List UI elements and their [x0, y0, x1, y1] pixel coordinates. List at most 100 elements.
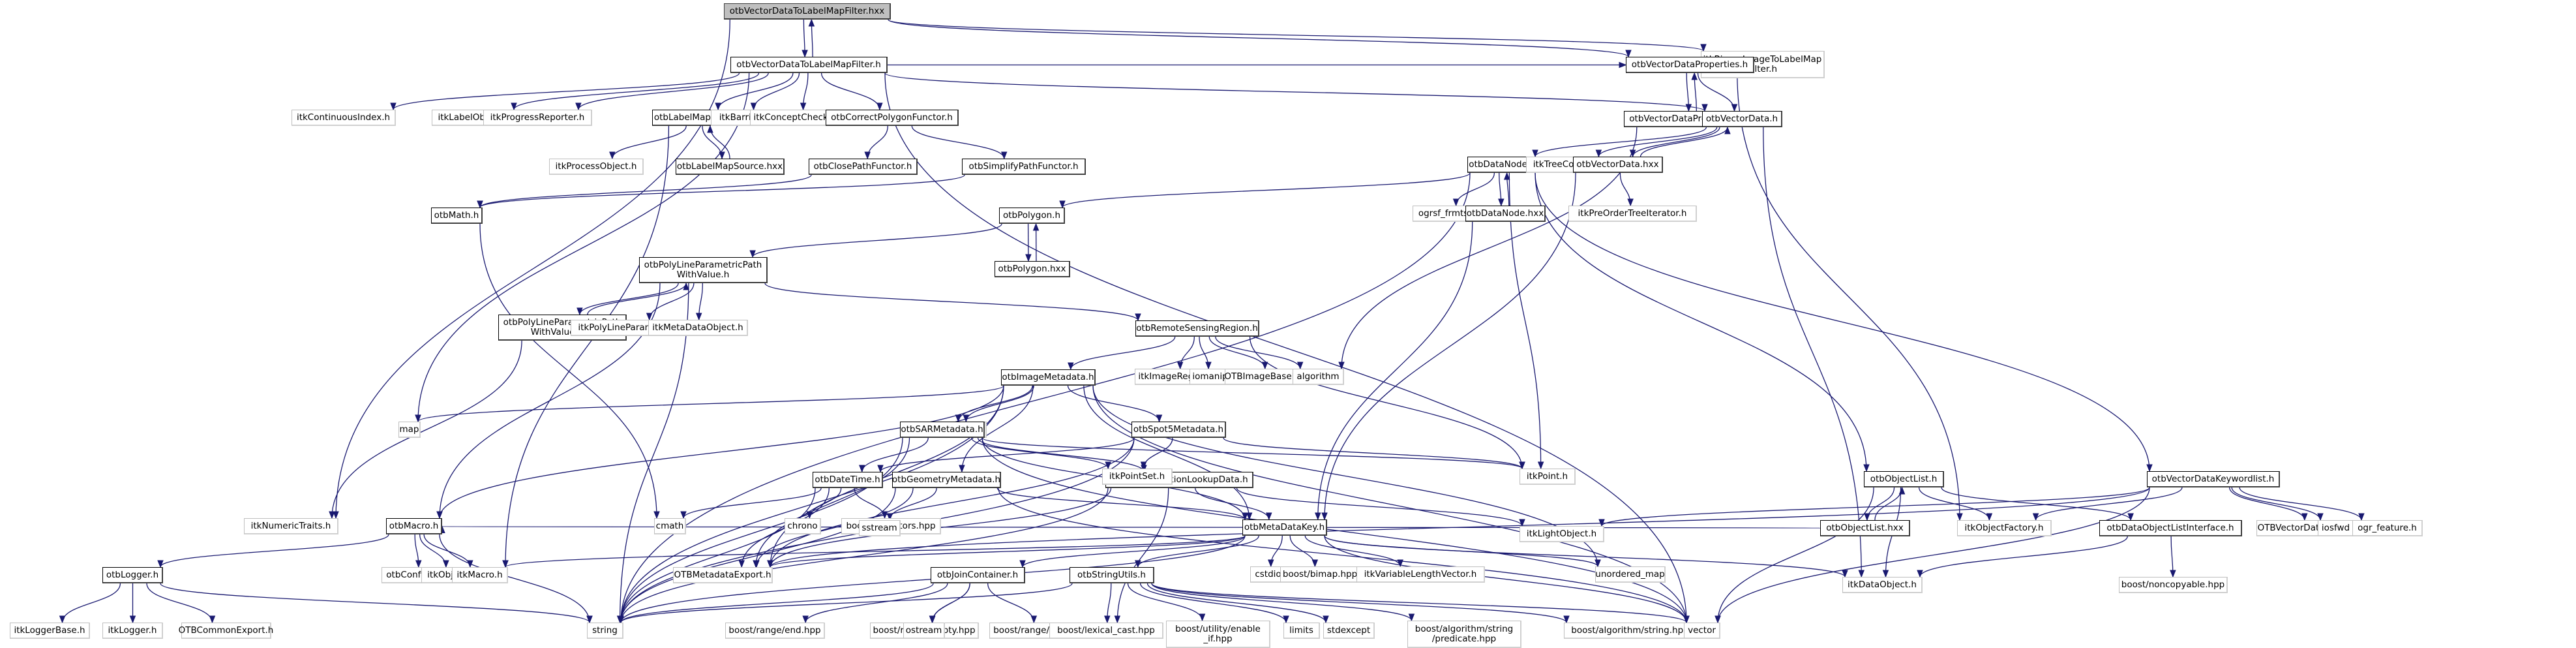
- arrowhead-icon: [2170, 570, 2176, 577]
- graph-edge: [1325, 173, 1576, 519]
- graph-node-geom-h[interactable]: otbGeometryMetadata.h: [892, 472, 1001, 488]
- graph-node-objlist-hxx[interactable]: otbObjectList.hxx: [1820, 520, 1910, 536]
- graph-edge: [2232, 487, 2320, 520]
- graph-edge: [480, 175, 965, 208]
- graph-node-strutils-h[interactable]: otbStringUtils.h: [1070, 567, 1154, 583]
- graph-node-poly-hxx[interactable]: otbPolygon.hxx: [995, 261, 1070, 277]
- graph-node-vd-hxx[interactable]: otbVectorData.hxx: [1573, 157, 1663, 173]
- graph-node-sar-h[interactable]: otbSARMetadata.h: [900, 422, 985, 438]
- graph-node-math-h[interactable]: otbMath.h: [431, 208, 483, 224]
- graph-edge: [1152, 583, 1686, 623]
- graph-node-vdlmf-h[interactable]: otbVectorDataToLabelMapFilter.h: [730, 57, 888, 73]
- arrowhead-icon: [1702, 104, 1707, 111]
- graph-node-mdk-h[interactable]: otbMetaDataKey.h: [1242, 519, 1327, 536]
- arrowhead-icon: [751, 103, 756, 110]
- graph-node-cmath: cmath: [654, 518, 686, 534]
- graph-edge: [890, 488, 936, 520]
- arrowhead-icon: [1859, 570, 1864, 577]
- graph-edge: [442, 527, 1820, 529]
- arrowhead-icon: [1178, 362, 1183, 369]
- arrowhead-icon: [959, 465, 965, 472]
- graph-node-itkvlv: itkVariableLengthVector.h: [1356, 566, 1485, 583]
- graph-node-unordmap: unordered_map: [1595, 566, 1666, 583]
- graph-edge: [420, 534, 446, 567]
- graph-node-vd-h[interactable]: otbVectorData.h: [1702, 111, 1782, 127]
- graph-node-plpp-h[interactable]: otbPolyLineParametricPath WithValue.h: [639, 257, 768, 283]
- arrowhead-icon: [1715, 616, 1720, 623]
- graph-node-limits: limits: [1283, 623, 1320, 639]
- arrowhead-icon: [511, 103, 517, 110]
- graph-node-joincont-h[interactable]: otbJoinContainer.h: [931, 567, 1025, 583]
- graph-node-cpf-h[interactable]: otbCorrectPolygonFunctor.h: [826, 110, 959, 126]
- graph-node-stdexcept: stdexcept: [1323, 623, 1375, 639]
- graph-edge: [765, 283, 1138, 320]
- graph-edge: [1867, 487, 1895, 520]
- graph-edge: [1216, 337, 1300, 369]
- graph-node-cpathf-h[interactable]: otbClosePathFunctor.h: [809, 159, 918, 175]
- arrowhead-icon: [1533, 150, 1538, 157]
- graph-node-macro-h[interactable]: otbMacro.h: [386, 518, 442, 534]
- graph-node-root[interactable]: otbVectorDataToLabelMapFilter.hxx: [724, 3, 891, 20]
- graph-edge: [972, 438, 1108, 469]
- graph-node-dt-h[interactable]: otbDateTime.h: [813, 472, 883, 488]
- graph-edge: [982, 438, 1522, 469]
- graph-node-vdprop-h[interactable]: otbVectorDataProperties.h: [1626, 57, 1754, 73]
- arrowhead-icon: [1499, 199, 1504, 206]
- arrowhead-icon: [2128, 514, 2133, 520]
- arrowhead-icon: [1322, 513, 1327, 519]
- graph-edge: [862, 438, 929, 472]
- graph-edge: [822, 73, 880, 110]
- arrowhead-icon: [1312, 560, 1317, 566]
- graph-edge: [912, 126, 1004, 159]
- graph-edge: [1535, 127, 1706, 157]
- arrowhead-icon: [1686, 104, 1691, 111]
- graph-node-rsr-h[interactable]: otbRemoteSensingRegion.h: [1135, 320, 1259, 337]
- graph-node-blexcast: boost/lexical_cast.hpp: [1049, 623, 1163, 639]
- arrowhead-icon: [437, 512, 442, 518]
- graph-edge: [1920, 536, 2127, 577]
- arrowhead-icon: [2147, 465, 2152, 471]
- graph-node-spf-h[interactable]: otbSimplifyPathFunctor.h: [962, 159, 1086, 175]
- graph-edge: [1290, 536, 1315, 566]
- arrowhead-icon: [1957, 514, 1962, 520]
- graph-node-dn-hxx[interactable]: otbDataNode.hxx: [1465, 206, 1546, 222]
- graph-node-spot5-h[interactable]: otbSpot5Metadata.h: [1131, 422, 1226, 438]
- graph-node-objlist-h[interactable]: otbObjectList.h: [1864, 471, 1944, 487]
- arrowhead-icon: [1692, 73, 1697, 80]
- graph-node-sstream: sstream: [859, 520, 901, 536]
- arrowhead-icon: [60, 616, 65, 623]
- arrowhead-icon: [503, 561, 508, 567]
- arrowhead-icon: [715, 103, 721, 110]
- arrowhead-icon: [1520, 462, 1525, 469]
- arrowhead-icon: [477, 201, 483, 208]
- arrowhead-icon: [1034, 224, 1039, 230]
- graph-edge: [958, 386, 1032, 422]
- graph-edge: [1305, 536, 1400, 566]
- graph-node-ostream: ostream: [903, 623, 945, 639]
- graph-node-logger-h[interactable]: otbLogger.h: [102, 567, 163, 583]
- graph-node-dolist-h[interactable]: otbDataObjectListInterface.h: [2099, 520, 2242, 536]
- graph-node-poly-h[interactable]: otbPolygon.h: [999, 208, 1065, 224]
- arrowhead-icon: [1626, 50, 1631, 57]
- graph-node-itkmacro: itkMacro.h: [452, 567, 508, 583]
- graph-edge: [1195, 488, 1269, 519]
- arrowhead-icon: [1864, 465, 1869, 471]
- arrowhead-icon: [1684, 616, 1689, 623]
- arrowhead-icon: [860, 465, 865, 472]
- graph-node-imd-h[interactable]: otbImageMetadata.h: [1001, 369, 1096, 386]
- graph-node-lms-hxx[interactable]: otbLabelMapSource.hxx: [676, 159, 785, 175]
- graph-node-vdkw-h[interactable]: otbVectorDataKeywordlist.h: [2147, 471, 2280, 487]
- arrowhead-icon: [415, 415, 421, 422]
- graph-edge: [932, 583, 970, 623]
- arrowhead-icon: [158, 561, 163, 567]
- graph-edge: [988, 583, 1034, 623]
- arrowhead-icon: [1883, 570, 1888, 577]
- graph-edge: [754, 73, 800, 110]
- graph-edge: [1456, 173, 1495, 206]
- arrowhead-icon: [1619, 63, 1626, 68]
- graph-node-map: map: [398, 422, 421, 438]
- arrowhead-icon: [1031, 616, 1036, 623]
- arrowhead-icon: [130, 616, 135, 623]
- graph-node-itkpointset: itkPointSet.h: [1102, 469, 1173, 485]
